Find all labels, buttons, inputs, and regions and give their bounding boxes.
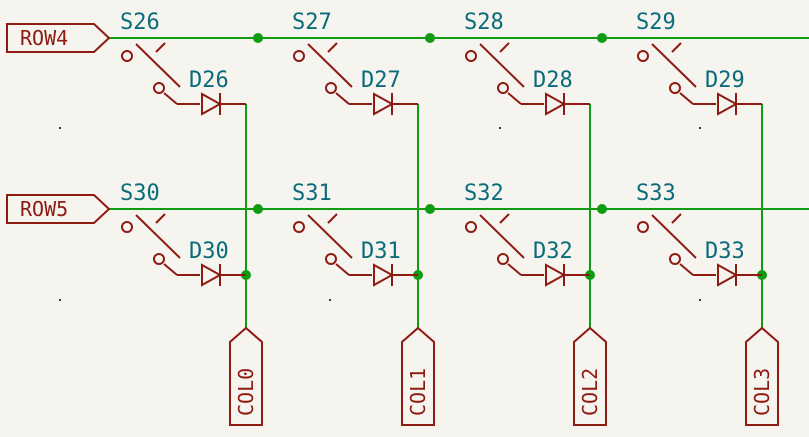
switch-actuator [671,42,682,53]
diode-triangle [373,92,395,116]
diode-triangle [717,92,739,116]
diode-reference: D31 [361,239,401,264]
switch-actuator [671,213,682,224]
switch-contact [669,82,681,94]
grid-dot [499,127,501,129]
switch-reference: S33 [636,181,676,206]
switch-reference: S31 [292,181,332,206]
switch-contact [669,253,681,265]
junction-dot [425,33,435,43]
diode-reference: D30 [189,239,229,264]
diode-triangle [717,263,739,287]
grid-dot [59,127,61,129]
wires [109,33,809,328]
row-label-flag [6,23,111,53]
switch-lever [307,214,353,259]
junction-dot [253,33,263,43]
switch-lever [135,214,181,259]
switch-actuator [155,213,166,224]
row-label-text: ROW5 [20,197,68,221]
switch-contact [325,82,337,94]
diode-reference: D32 [533,239,573,264]
switch-contact [497,82,509,94]
switch-reference: S32 [464,181,504,206]
switch-lead [335,92,350,105]
switch-lead [335,263,350,276]
diode-reference: D28 [533,68,573,93]
column-label-flag [573,326,607,426]
switch-lever [135,43,181,88]
switch-reference: S29 [636,10,676,35]
switch-reference: S26 [120,10,160,35]
diode-reference: D27 [361,68,401,93]
grid-dot [59,299,61,301]
switch-actuator [327,213,338,224]
column-label-text: COL1 [406,368,430,416]
switch-contact [121,221,133,233]
switch-contact [293,50,305,62]
switch-lead [507,92,522,105]
switch-lever [479,43,525,88]
diode-triangle [201,92,223,116]
grid-dot [699,127,701,129]
switch-lever [307,43,353,88]
switch-actuator [499,213,510,224]
switch-lead [679,263,694,276]
switch-contact [325,253,337,265]
diode-triangle [201,263,223,287]
switch-contact [153,253,165,265]
column-label-text: COL3 [750,368,774,416]
switch-actuator [327,42,338,53]
switch-reference: S28 [464,10,504,35]
switch-contact [121,50,133,62]
row-label-text: ROW4 [20,26,68,50]
switch-contact [637,221,649,233]
column-label-flag [401,326,435,426]
switch-contact [153,82,165,94]
switch-contact [497,253,509,265]
switch-contact [465,50,477,62]
diode-reference: D33 [705,239,745,264]
column-label-flag [229,326,263,426]
column-label-flag [745,326,779,426]
switch-contact [637,50,649,62]
grid-dots [59,127,701,301]
switch-reference: S27 [292,10,332,35]
switch-lever [479,214,525,259]
switch-actuator [499,42,510,53]
switch-lead [163,263,178,276]
switch-lead [679,92,694,105]
grid-dot [329,299,331,301]
switch-actuator [155,42,166,53]
switch-contact [465,221,477,233]
row-label-flag [6,194,111,224]
switch-lead [163,92,178,105]
junction-dot [253,204,263,214]
switch-lever [651,214,697,259]
switch-contact [293,221,305,233]
junction-dot [597,33,607,43]
switch-lever [651,43,697,88]
diode-reference: D26 [189,68,229,93]
junction-dot [597,204,607,214]
grid-dot [699,299,701,301]
column-label-text: COL2 [578,368,602,416]
diode-triangle [545,263,567,287]
diode-triangle [545,92,567,116]
switch-reference: S30 [120,181,160,206]
junction-dot [425,204,435,214]
switch-lead [507,263,522,276]
column-label-text: COL0 [234,368,258,416]
diode-triangle [373,263,395,287]
diode-reference: D29 [705,68,745,93]
